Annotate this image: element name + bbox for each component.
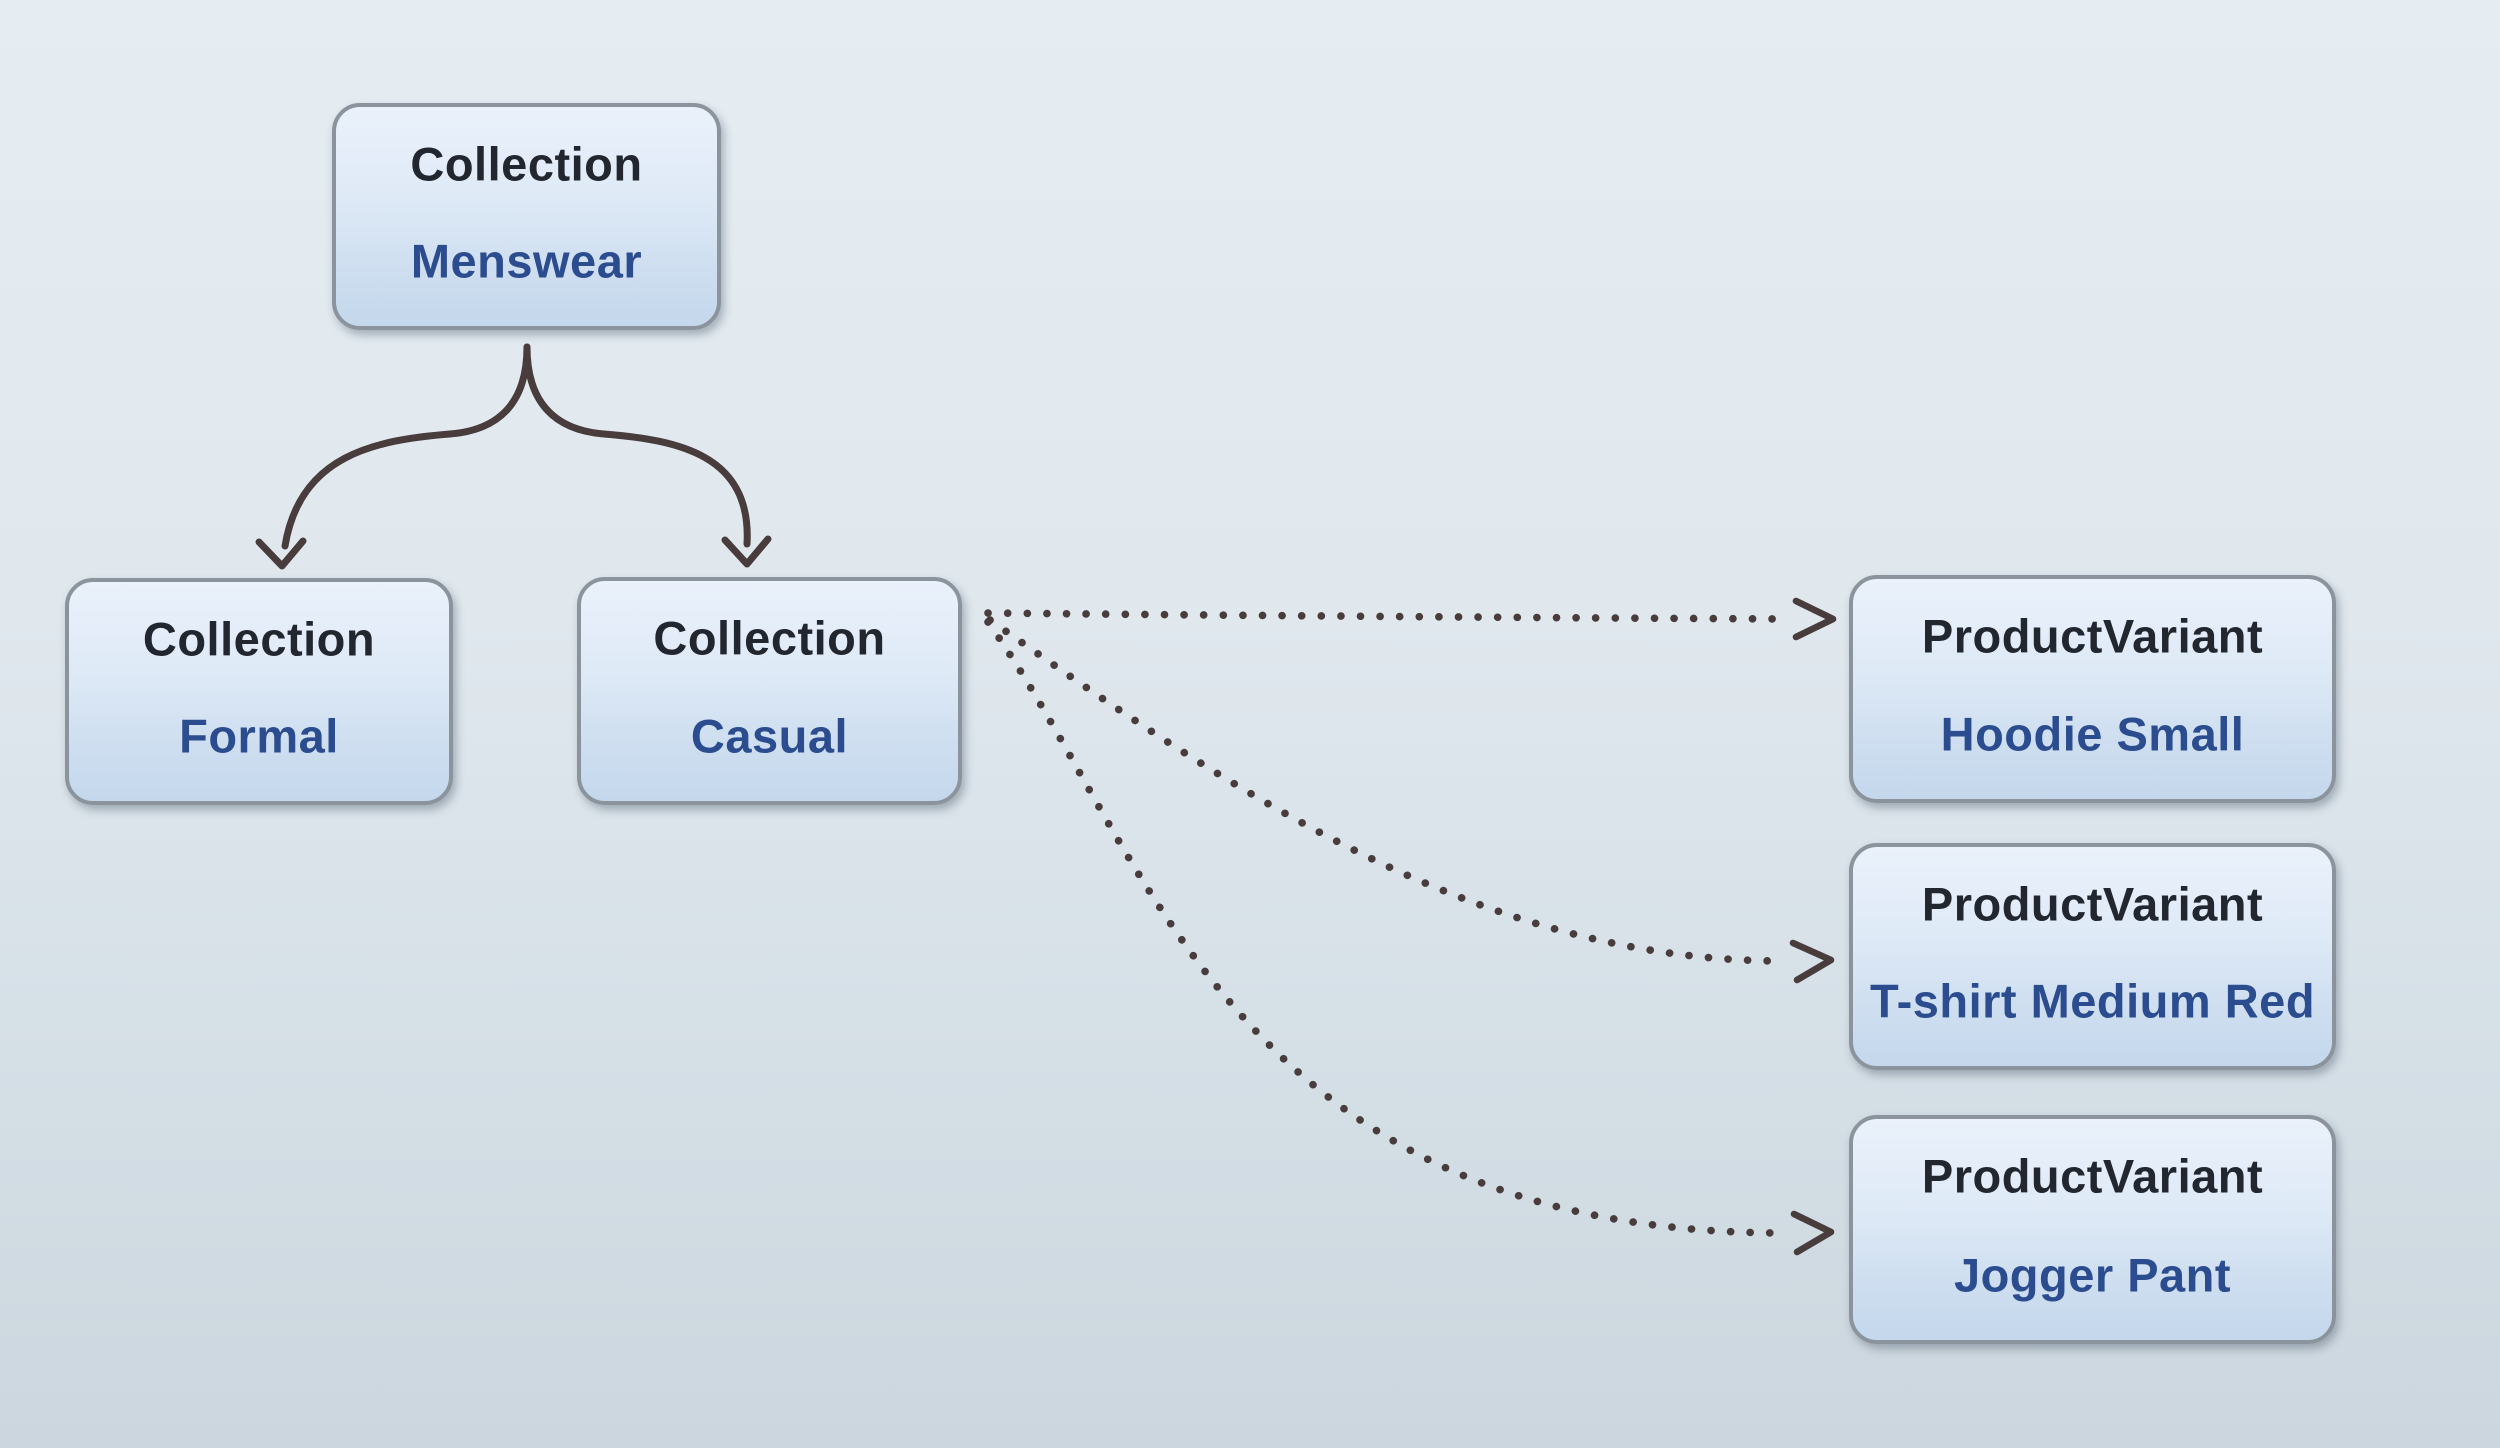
- brace-right-branch: [523, 343, 751, 548]
- solid-arrow-menswear-to-formal: [255, 343, 531, 570]
- node-name-label: Menswear: [410, 234, 643, 288]
- node-productvariant-hoodie-small: ProductVariant Hoodie Small: [1849, 575, 2336, 803]
- node-productvariant-tshirt-medium-red: ProductVariant T-shirt Medium Red: [1849, 843, 2336, 1070]
- dotted-arrow-casual-to-jogger: [984, 618, 1835, 1256]
- node-name-label: T-shirt Medium Red: [1869, 974, 2316, 1028]
- chevron-head-jogger: [1790, 1210, 1835, 1256]
- node-productvariant-jogger-pant: ProductVariant Jogger Pant: [1849, 1115, 2336, 1344]
- node-type-label: Collection: [653, 611, 886, 665]
- node-type-label: ProductVariant: [1921, 877, 2264, 931]
- solid-arrow-menswear-to-casual: [523, 343, 772, 568]
- chevron-head-tshirt: [1789, 939, 1835, 984]
- node-type-label: Collection: [142, 612, 376, 666]
- node-collection-menswear: Collection Menswear: [332, 103, 721, 330]
- node-name-label: Casual: [690, 709, 849, 763]
- node-name-label: Formal: [179, 709, 339, 763]
- node-name-label: Hoodie Small: [1940, 707, 2245, 761]
- node-collection-formal: Collection Formal: [65, 578, 453, 805]
- arrowhead-down-formal: [255, 537, 307, 570]
- arrowhead-down-casual: [721, 535, 772, 568]
- node-collection-casual: Collection Casual: [577, 577, 962, 805]
- chevron-head-hoodie: [1792, 597, 1837, 641]
- node-name-label: Jogger Pant: [1953, 1248, 2232, 1302]
- dotted-line-hoodie: [984, 609, 1792, 623]
- node-type-label: Collection: [410, 137, 643, 191]
- node-type-label: ProductVariant: [1921, 609, 2264, 663]
- brace-left-branch: [281, 343, 531, 550]
- dotted-arrow-casual-to-hoodie: [984, 597, 1837, 641]
- node-type-label: ProductVariant: [1921, 1149, 2264, 1203]
- dotted-line-tshirt: [986, 616, 1790, 965]
- dotted-arrow-casual-to-tshirt: [986, 616, 1835, 984]
- dotted-line-jogger: [984, 618, 1788, 1237]
